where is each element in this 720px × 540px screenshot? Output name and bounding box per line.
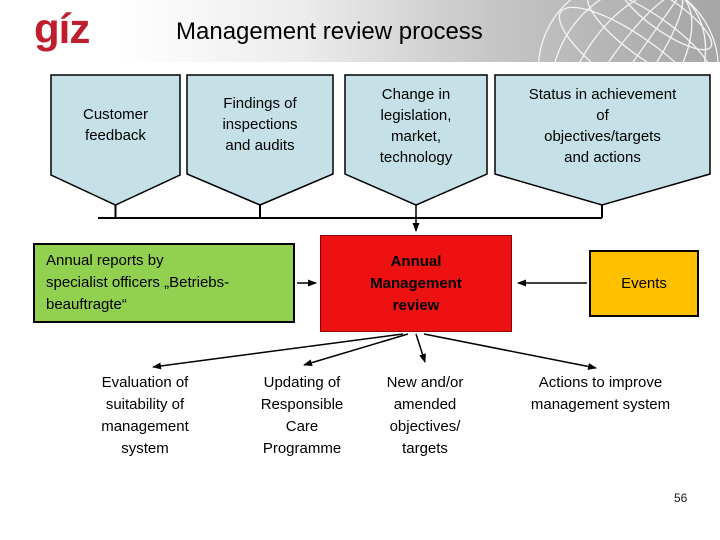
page-title: Management review process: [176, 18, 483, 45]
input-label-findings: Findings of inspections and audits: [222, 95, 298, 154]
annual-reports-box: Annual reports by specialist officers „B…: [33, 243, 295, 323]
arrow-review-to-objectives: [415, 333, 426, 363]
arrow-review-to-actions: [423, 333, 597, 370]
page-number: 56: [674, 491, 688, 505]
giz-logo: gíz: [34, 5, 90, 52]
pentagon-status: [494, 74, 711, 206]
pentagon-change: [344, 74, 488, 206]
input-label-status: Status in achievement of objectives/targ…: [528, 85, 677, 166]
arrow-review-to-evaluation: [152, 333, 404, 370]
pentagon-customer-feedback: [50, 74, 181, 206]
input-connector: [98, 205, 603, 219]
annual-management-review-box: Annual Management review: [320, 235, 512, 332]
input-label-change: Change in legislation, market, technolog…: [379, 85, 453, 166]
events-box: Events: [589, 250, 699, 317]
arrow-review-to-updating: [303, 333, 409, 367]
input-label-customer-feedback: Customer feedback: [82, 106, 149, 144]
header-band: gíz Management review process: [0, 0, 720, 62]
output-label-actions: Actions to improve management system: [530, 374, 671, 413]
pentagon-findings: [186, 74, 334, 206]
globe-icon: [537, 0, 720, 62]
output-label-updating: Updating of Responsible Care Programme: [260, 374, 344, 457]
output-label-objectives: New and/or amended objectives/ targets: [386, 374, 464, 457]
output-label-evaluation: Evaluation of suitability of management …: [101, 374, 189, 457]
